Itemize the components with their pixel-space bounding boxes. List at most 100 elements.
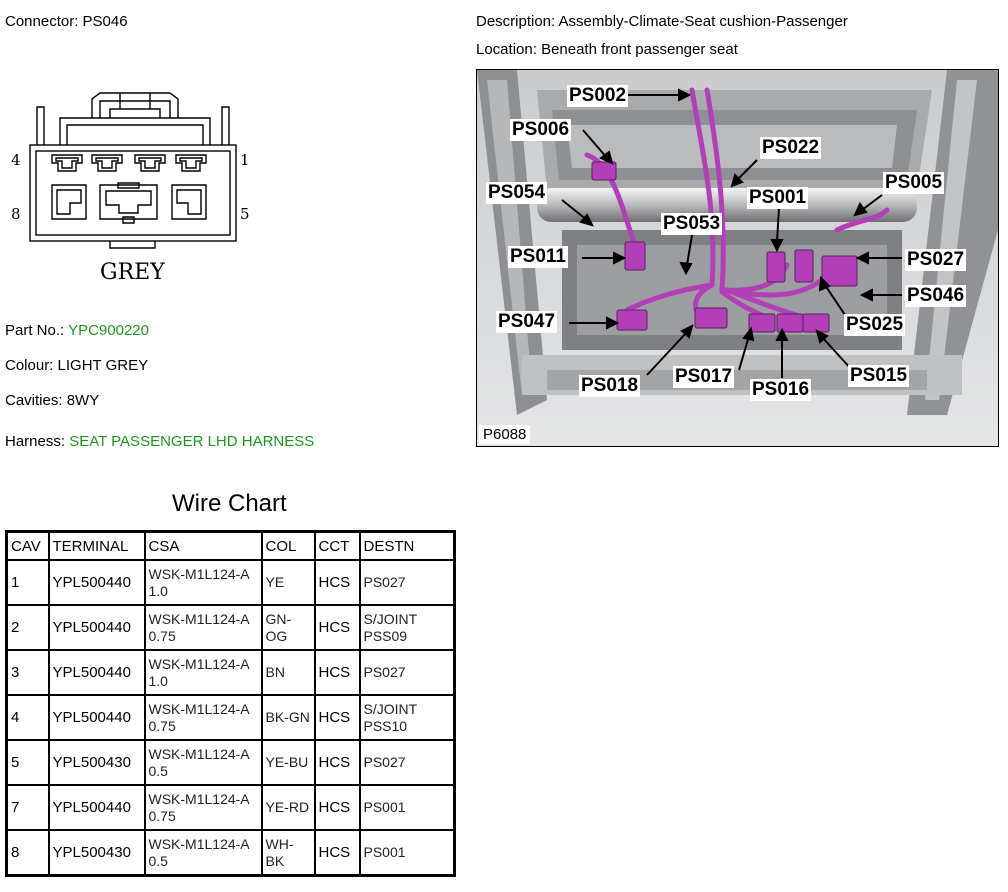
header-terminal: TERMINAL (47, 530, 146, 561)
cell-destn: PS027 (358, 649, 456, 696)
harness-link[interactable]: SEAT PASSENGER LHD HARNESS (69, 433, 315, 450)
callout-ps006: PS006 (510, 119, 572, 141)
cell-csa: WSK-M1L124-A 1.0 (143, 649, 263, 696)
header-col: COL (260, 530, 316, 561)
connector-id: PS046 (82, 13, 128, 30)
header-cav: CAV (5, 530, 50, 561)
cell-terminal: YPL500440 (47, 649, 146, 696)
cell-cav: 7 (5, 784, 50, 831)
cell-cct: HCS (313, 694, 361, 741)
location-line: Location: Beneath front passenger seat (476, 41, 738, 58)
cell-col: YE (260, 559, 316, 606)
cavities-value: 8WY (66, 392, 100, 409)
callout-ps018: PS018 (579, 375, 641, 397)
cell-cct: HCS (313, 739, 361, 786)
callout-ps054: PS054 (486, 182, 548, 204)
harness-line: Harness: SEAT PASSENGER LHD HARNESS (5, 433, 314, 450)
callout-ps016: PS016 (750, 379, 812, 401)
connector-face-diagram: 4 1 8 5 GREY (11, 92, 250, 285)
cell-cav: 2 (5, 604, 50, 651)
cell-cav: 3 (5, 649, 50, 696)
cell-cav: 4 (5, 694, 50, 741)
colour-line: Colour: LIGHT GREY (5, 357, 148, 374)
cell-cav: 5 (5, 739, 50, 786)
table-header-row: CAV TERMINAL CSA COL CCT DESTN (5, 530, 456, 561)
cell-col: GN-OG (260, 604, 316, 651)
pin-label-8: 8 (11, 205, 21, 223)
cell-csa: WSK-M1L124-A 1.0 (143, 559, 263, 606)
cavities-line: Cavities: 8WY (5, 392, 99, 409)
cell-cav: 1 (5, 559, 50, 606)
cell-terminal: YPL500430 (47, 739, 146, 786)
cell-csa: WSK-M1L124-A 0.75 (143, 784, 263, 831)
cell-destn: PS027 (358, 559, 456, 606)
cell-cct: HCS (313, 604, 361, 651)
callout-ps047: PS047 (496, 311, 558, 333)
callout-ps017: PS017 (673, 366, 735, 388)
cell-destn: PS027 (358, 739, 456, 786)
location-photo: PS002 PS006 PS022 PS054 PS001 PS005 PS05… (476, 69, 999, 447)
header-csa: CSA (143, 530, 263, 561)
cell-cav: 8 (5, 829, 50, 877)
part-no-line: Part No.: YPC900220 (5, 322, 149, 339)
wire-chart-title: Wire Chart (172, 490, 287, 517)
cell-csa: WSK-M1L124-A 0.75 (143, 604, 263, 651)
location-value: Beneath front passenger seat (541, 41, 738, 58)
harness-label: Harness: (5, 433, 66, 450)
part-no-label: Part No.: (5, 322, 65, 339)
header-cct: CCT (313, 530, 361, 561)
callout-ps001: PS001 (747, 187, 809, 209)
connector-line: Connector: PS046 (5, 13, 128, 30)
cell-csa: WSK-M1L124-A 0.75 (143, 694, 263, 741)
callout-ps027: PS027 (905, 249, 967, 271)
cell-csa: WSK-M1L124-A 0.5 (143, 739, 263, 786)
cell-destn: S/JOINT PSS09 (358, 604, 456, 651)
description-line: Description: Assembly-Climate-Seat cushi… (476, 13, 848, 30)
callout-ps005: PS005 (883, 172, 945, 194)
callout-ps046: PS046 (905, 285, 967, 307)
cell-col: BN (260, 649, 316, 696)
part-no-link[interactable]: YPC900220 (68, 322, 149, 339)
description-value: Assembly-Climate-Seat cushion-Passenger (558, 13, 848, 30)
cell-col: YE-BU (260, 739, 316, 786)
colour-label: Colour: (5, 357, 54, 374)
description-label: Description: (476, 13, 556, 30)
cell-terminal: YPL500440 (47, 694, 146, 741)
cell-cct: HCS (313, 784, 361, 831)
cell-csa: WSK-M1L124-A 0.5 (143, 829, 263, 877)
seat-harness-illustration (477, 70, 998, 446)
header-destn: DESTN (358, 530, 456, 561)
cell-destn: S/JOINT PSS10 (358, 694, 456, 741)
cell-col: YE-RD (260, 784, 316, 831)
cell-cct: HCS (313, 829, 361, 877)
cell-col: BK-GN (260, 694, 316, 741)
cell-col: WH-BK (260, 829, 316, 877)
cell-destn: PS001 (358, 829, 456, 877)
pin-label-1: 1 (240, 151, 250, 169)
pin-label-5: 5 (240, 205, 250, 223)
colour-value: LIGHT GREY (57, 357, 149, 374)
pin-label-4: 4 (11, 151, 21, 169)
callout-ps015: PS015 (848, 365, 910, 387)
connector-colour-text: GREY (100, 260, 165, 285)
callout-ps053: PS053 (661, 213, 723, 235)
cell-terminal: YPL500440 (47, 604, 146, 651)
callout-ps025: PS025 (844, 314, 906, 336)
callout-ps022: PS022 (760, 137, 822, 159)
cell-terminal: YPL500440 (47, 784, 146, 831)
callout-ps002: PS002 (567, 85, 629, 107)
cell-destn: PS001 (358, 784, 456, 831)
callout-ps011: PS011 (508, 246, 568, 268)
connector-label: Connector: (5, 13, 79, 30)
cell-terminal: YPL500430 (47, 829, 146, 877)
figure-id: P6088 (479, 425, 531, 444)
location-label: Location: (476, 41, 537, 58)
